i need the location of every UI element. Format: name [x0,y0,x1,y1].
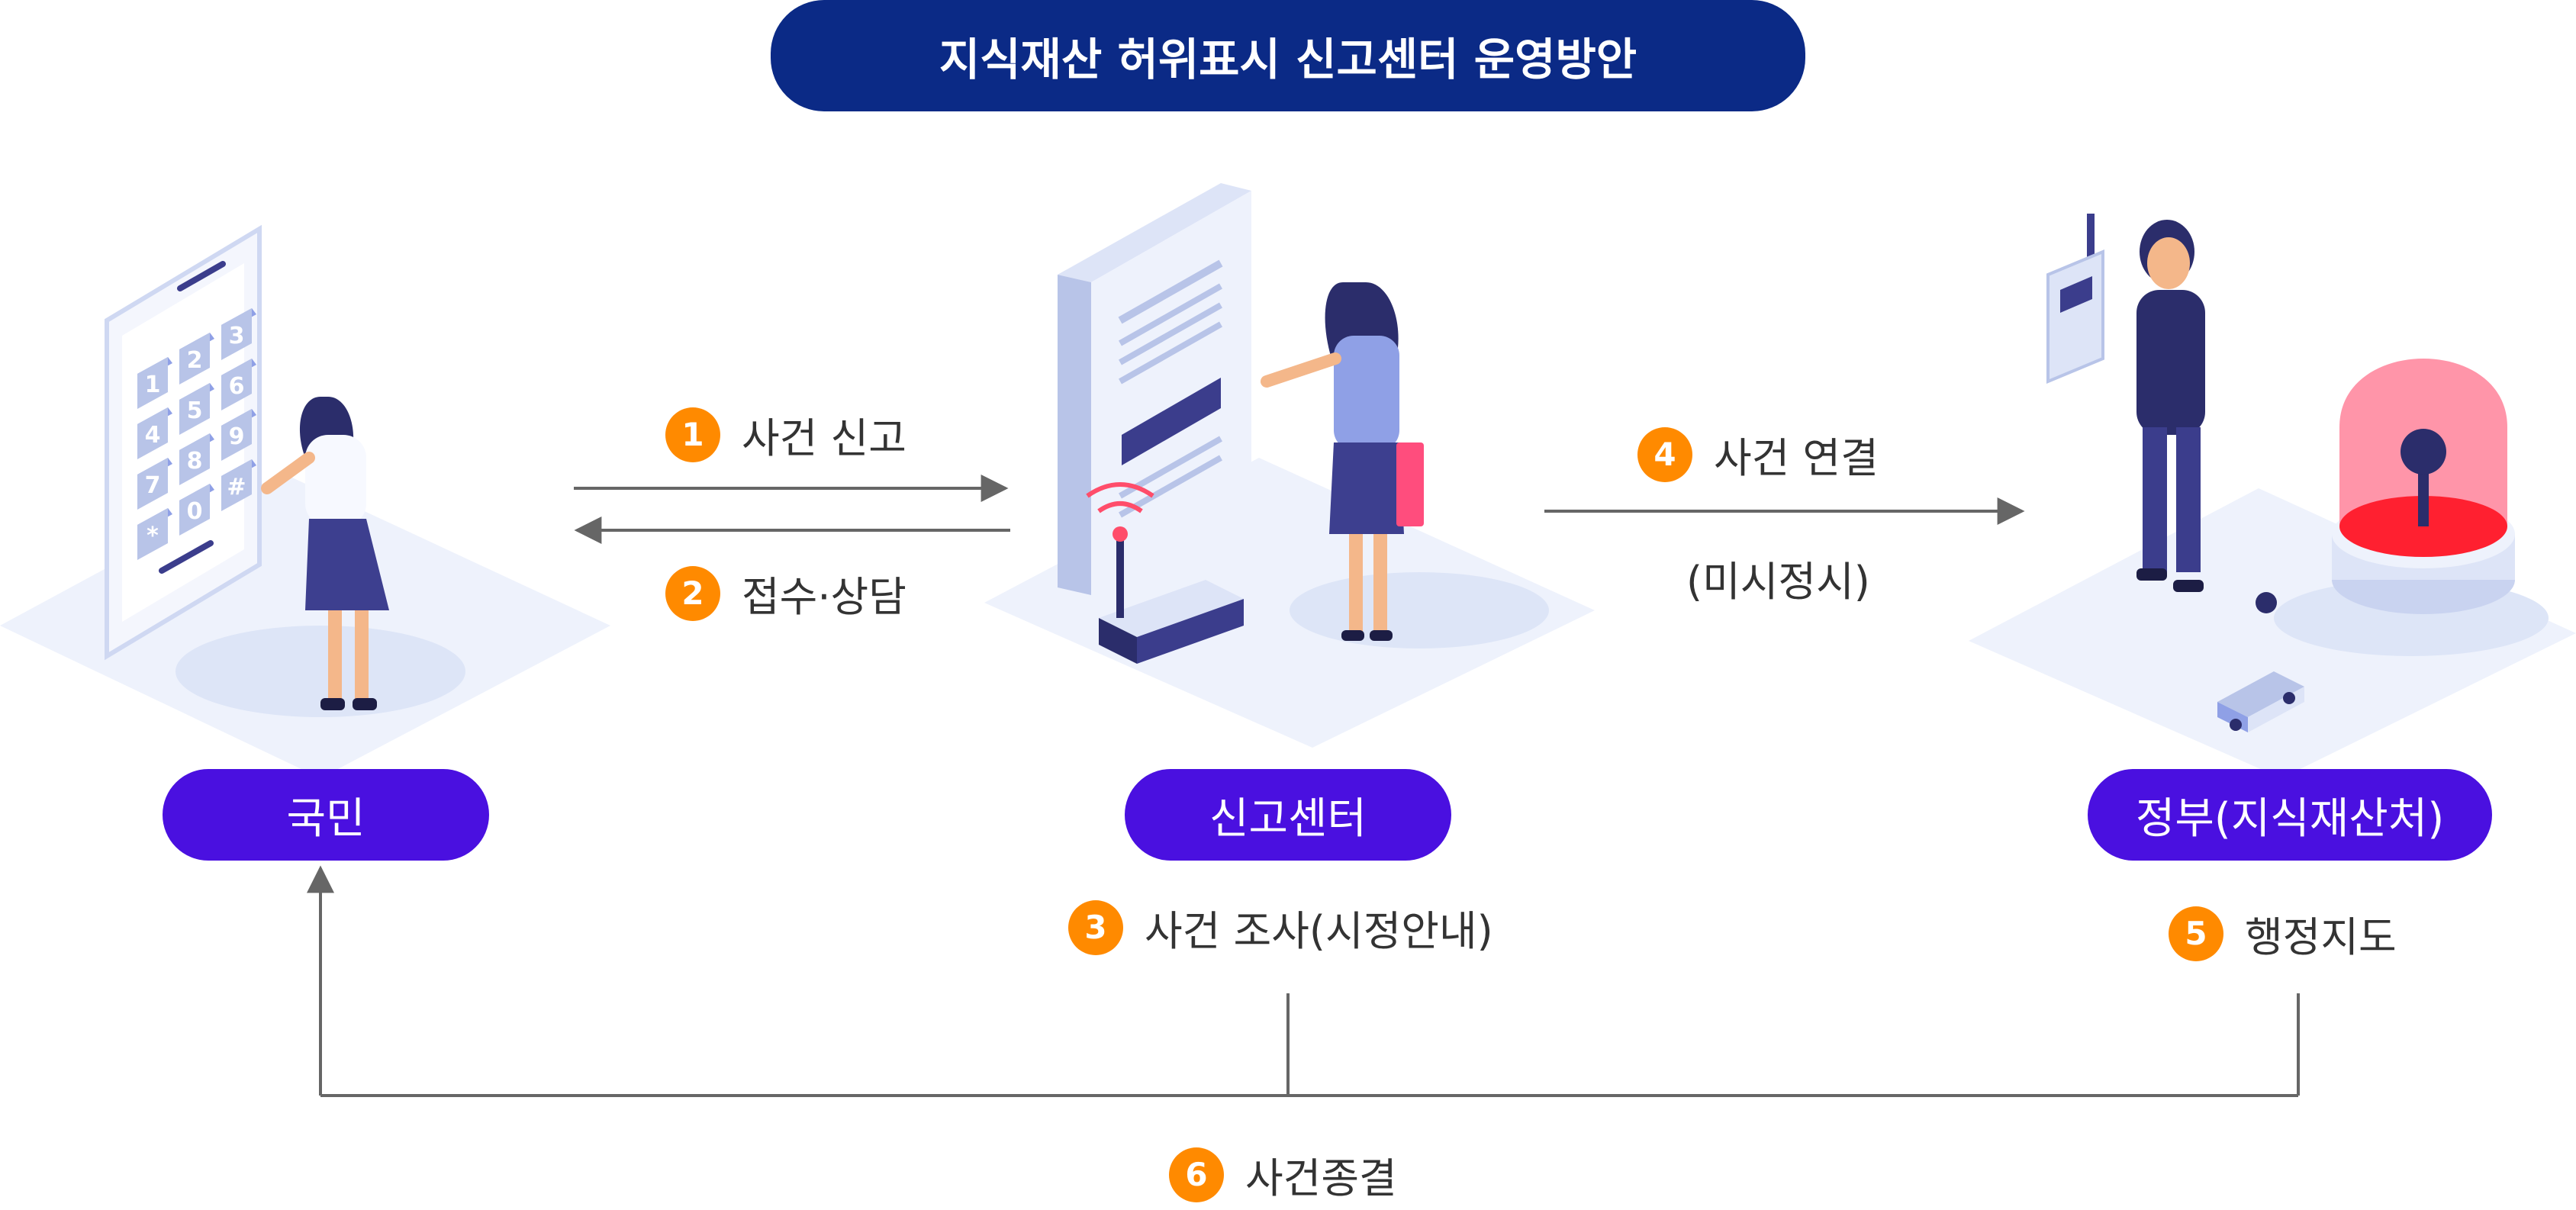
keypad-key-label: 2 [187,347,203,374]
step-1-badge: 1 [665,407,720,462]
step-1-label: 사건 신고 [742,414,906,462]
step-5-badge: 5 [2169,906,2223,961]
woman-figure [261,397,389,710]
keypad-key: 9 [221,409,256,461]
step-6-label: 사건종결 [1245,1154,1397,1202]
keypad-key-label: * [147,523,159,549]
keypad-key: 7 [137,458,172,510]
keypad-key: 1 [137,357,172,409]
keypad-key: 5 [179,383,214,435]
keypad-key-label: 9 [229,423,245,450]
center-illustration [984,183,1595,748]
flow-connectors [307,475,2300,1097]
agent-figure [1261,282,1424,641]
node-government: 정부(지식재산처) [2088,769,2492,861]
citizen-illustration: 123 456 789 * 0 # [0,224,610,778]
officer-figure [2136,220,2205,592]
keypad-key: 6 [221,359,256,410]
keypad-key-label: 1 [145,372,161,398]
step-3-badge: 3 [1068,899,1123,955]
step-2-badge: 2 [665,565,720,621]
keypad-key-label: 3 [229,323,245,349]
keypad-key: 0 [179,484,214,536]
step-4: 4 사건 연결 [1637,424,1879,484]
node-report-center: 신고센터 [1125,769,1451,861]
diagram-title: 지식재산 허위표시 신고센터 운영방안 [771,0,1805,111]
keypad-key: # [221,459,256,511]
report-document-icon [1058,183,1251,595]
intercom-icon [2046,214,2104,384]
step-2-label: 접수·상담 [742,573,906,621]
step-5: 5 행정지도 [2169,903,2397,964]
keypad-key-label: # [227,474,246,500]
step-4-note: (미시정시) [1686,558,1870,606]
step-6: 6 사건종결 [1169,1144,1397,1205]
siren-icon [2256,359,2515,614]
keypad-keys: 123 456 789 * 0 # [137,308,256,560]
government-illustration [1969,214,2576,778]
keypad-key-label: 0 [187,498,203,525]
keypad-key-label: 6 [229,373,245,400]
keypad-key-label: 7 [145,472,161,499]
step-3: 3 사건 조사(시정안내) [1068,897,1493,957]
step-2: 2 접수·상담 [665,563,906,623]
keypad-key: 2 [179,333,214,385]
car-icon [2217,671,2304,732]
step-6-badge: 6 [1169,1147,1224,1202]
government-platform [1969,488,2576,778]
node-citizen: 국민 [163,769,489,861]
router-icon [1086,482,1244,664]
keypad-key: 4 [137,407,172,459]
step-3-label: 사건 조사(시정안내) [1145,907,1493,955]
step-5-label: 행정지도 [2245,913,2397,961]
step-1: 1 사건 신고 [665,404,906,465]
keypad-key-label: 8 [187,448,203,475]
keypad-key: 8 [179,433,214,485]
step-4-label: 사건 연결 [1714,434,1879,482]
keypad-key: * [137,508,172,560]
center-shadow [1290,572,1549,648]
citizen-platform [0,473,610,778]
keypad-key-label: 4 [145,422,161,449]
citizen-shadow [175,626,465,717]
keypad-key: 3 [221,308,256,360]
keypad-key-label: 5 [187,397,203,424]
step-4-badge: 4 [1637,426,1692,482]
